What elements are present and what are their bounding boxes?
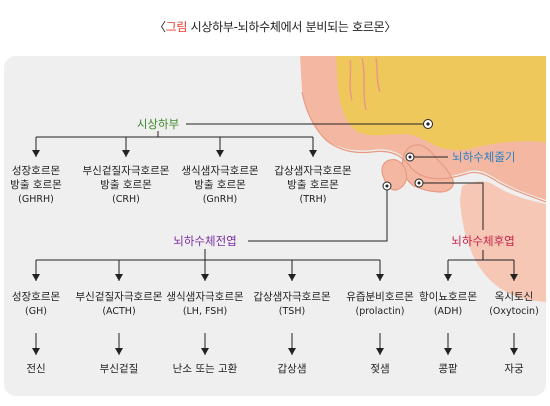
hormone-acth: 부신겉질자극호르몬 (ACTH) — [76, 291, 163, 317]
svg-text:(GHRH): (GHRH) — [18, 194, 54, 205]
target-whole-body: 전신 — [26, 363, 45, 375]
title-open-bracket: 〈 — [153, 20, 166, 34]
target-kidney: 콩팥 — [438, 363, 458, 375]
svg-text:생식샘자극호르몬: 생식샘자극호르몬 — [166, 291, 244, 303]
svg-text:부신겉질자극호르몬: 부신겉질자극호르몬 — [76, 291, 163, 303]
svg-text:(CRH): (CRH) — [112, 194, 140, 205]
svg-text:(prolactin): (prolactin) — [355, 306, 404, 317]
anterior-label: 뇌하수체전엽 — [173, 234, 236, 248]
svg-text:(Oxytocin): (Oxytocin) — [489, 306, 539, 317]
posterior-branch — [444, 250, 518, 281]
stalk-label: 뇌하수체줄기 — [452, 150, 515, 164]
releasing-hormone-ghrh: 성장호르몬 방출 호르몬 (GHRH) — [10, 165, 62, 205]
markers — [382, 119, 433, 191]
pituitary-illustration — [300, 56, 547, 302]
target-uterus: 자궁 — [504, 363, 524, 375]
title-prefix: 그림 — [165, 20, 188, 34]
svg-text:성장호르몬: 성장호르몬 — [12, 291, 61, 303]
leader-lines — [186, 123, 484, 242]
svg-text:부신겉질자극호르몬: 부신겉질자극호르몬 — [83, 165, 170, 177]
svg-text:방출 호르몬: 방출 호르몬 — [10, 179, 62, 191]
releasing-hormone-gnrh: 생식샘자극호르몬 방출 호르몬 (GnRH) — [181, 165, 259, 205]
figure-title: 〈그림 시상하부-뇌하수체에서 분비되는 호르몬〉 — [0, 18, 550, 35]
svg-text:항이뇨호르몬: 항이뇨호르몬 — [419, 291, 477, 303]
brain-outline — [301, 91, 547, 203]
svg-text:방출 호르몬: 방출 호르몬 — [100, 179, 152, 191]
pituitary-hormones: 성장호르몬 (GH) 부신겉질자극호르몬 (ACTH) 생식샘자극호르몬 (LH… — [12, 291, 539, 317]
svg-text:(TSH): (TSH) — [279, 306, 305, 317]
hypothalamus-branch — [32, 131, 317, 157]
releasing-hormone-crh: 부신겉질자극호르몬 방출 호르몬 (CRH) — [83, 165, 170, 205]
releasing-hormones: 성장호르몬 방출 호르몬 (GHRH) 부신겉질자극호르몬 방출 호르몬 (CR… — [10, 165, 352, 205]
target-adrenal-cortex: 부신겉질 — [100, 363, 139, 375]
svg-text:갑상샘자극호르몬: 갑상샘자극호르몬 — [274, 165, 352, 177]
svg-text:성장호르몬: 성장호르몬 — [12, 165, 61, 177]
posterior-label: 뇌하수체후엽 — [451, 234, 514, 248]
svg-text:방출 호르몬: 방출 호르몬 — [194, 179, 246, 191]
svg-text:방출 호르몬: 방출 호르몬 — [287, 179, 339, 191]
svg-text:(GH): (GH) — [25, 306, 47, 317]
hormone-prolactin: 유즙분비호르몬 (prolactin) — [346, 291, 414, 317]
right-tissue-edge — [460, 181, 546, 302]
svg-text:(TRH): (TRH) — [300, 194, 327, 205]
hormone-gh: 성장호르몬 (GH) — [12, 291, 61, 317]
svg-text:옥시토신: 옥시토신 — [495, 291, 534, 303]
svg-text:(ADH): (ADH) — [434, 306, 462, 317]
hormone-oxytocin: 옥시토신 (Oxytocin) — [489, 291, 539, 317]
hormone-lh-fsh: 생식샘자극호르몬 (LH, FSH) — [166, 291, 244, 317]
svg-text:갑상샘자극호르몬: 갑상샘자극호르몬 — [253, 291, 331, 303]
title-text: 시상하부-뇌하수체에서 분비되는 호르몬 — [187, 20, 385, 34]
target-arrows — [32, 333, 518, 355]
target-gonads: 난소 또는 고환 — [173, 363, 238, 375]
svg-text:(LH, FSH): (LH, FSH) — [183, 306, 227, 317]
hormone-tsh: 갑상샘자극호르몬 (TSH) — [253, 291, 331, 317]
svg-text:유즙분비호르몬: 유즙분비호르몬 — [346, 291, 414, 303]
hypothalamus-label: 시상하부 — [137, 117, 179, 131]
brain-folds — [349, 57, 381, 111]
anterior-branch — [32, 249, 384, 281]
target-thyroid: 갑상샘 — [278, 363, 307, 375]
svg-text:(GnRH): (GnRH) — [203, 194, 238, 205]
svg-text:생식샘자극호르몬: 생식샘자극호르몬 — [181, 165, 259, 177]
target-organs: 전신 부신겉질 난소 또는 고환 갑상샘 젖샘 콩팥 자궁 — [26, 363, 524, 375]
hypothalamus-tissue — [336, 56, 546, 151]
hormone-adh: 항이뇨호르몬 (ADH) — [419, 291, 477, 317]
releasing-hormone-trh: 갑상샘자극호르몬 방출 호르몬 (TRH) — [274, 165, 352, 205]
title-close-bracket: 〉 — [384, 20, 397, 34]
svg-text:(ACTH): (ACTH) — [102, 306, 135, 317]
target-mammary: 젖샘 — [370, 363, 389, 375]
